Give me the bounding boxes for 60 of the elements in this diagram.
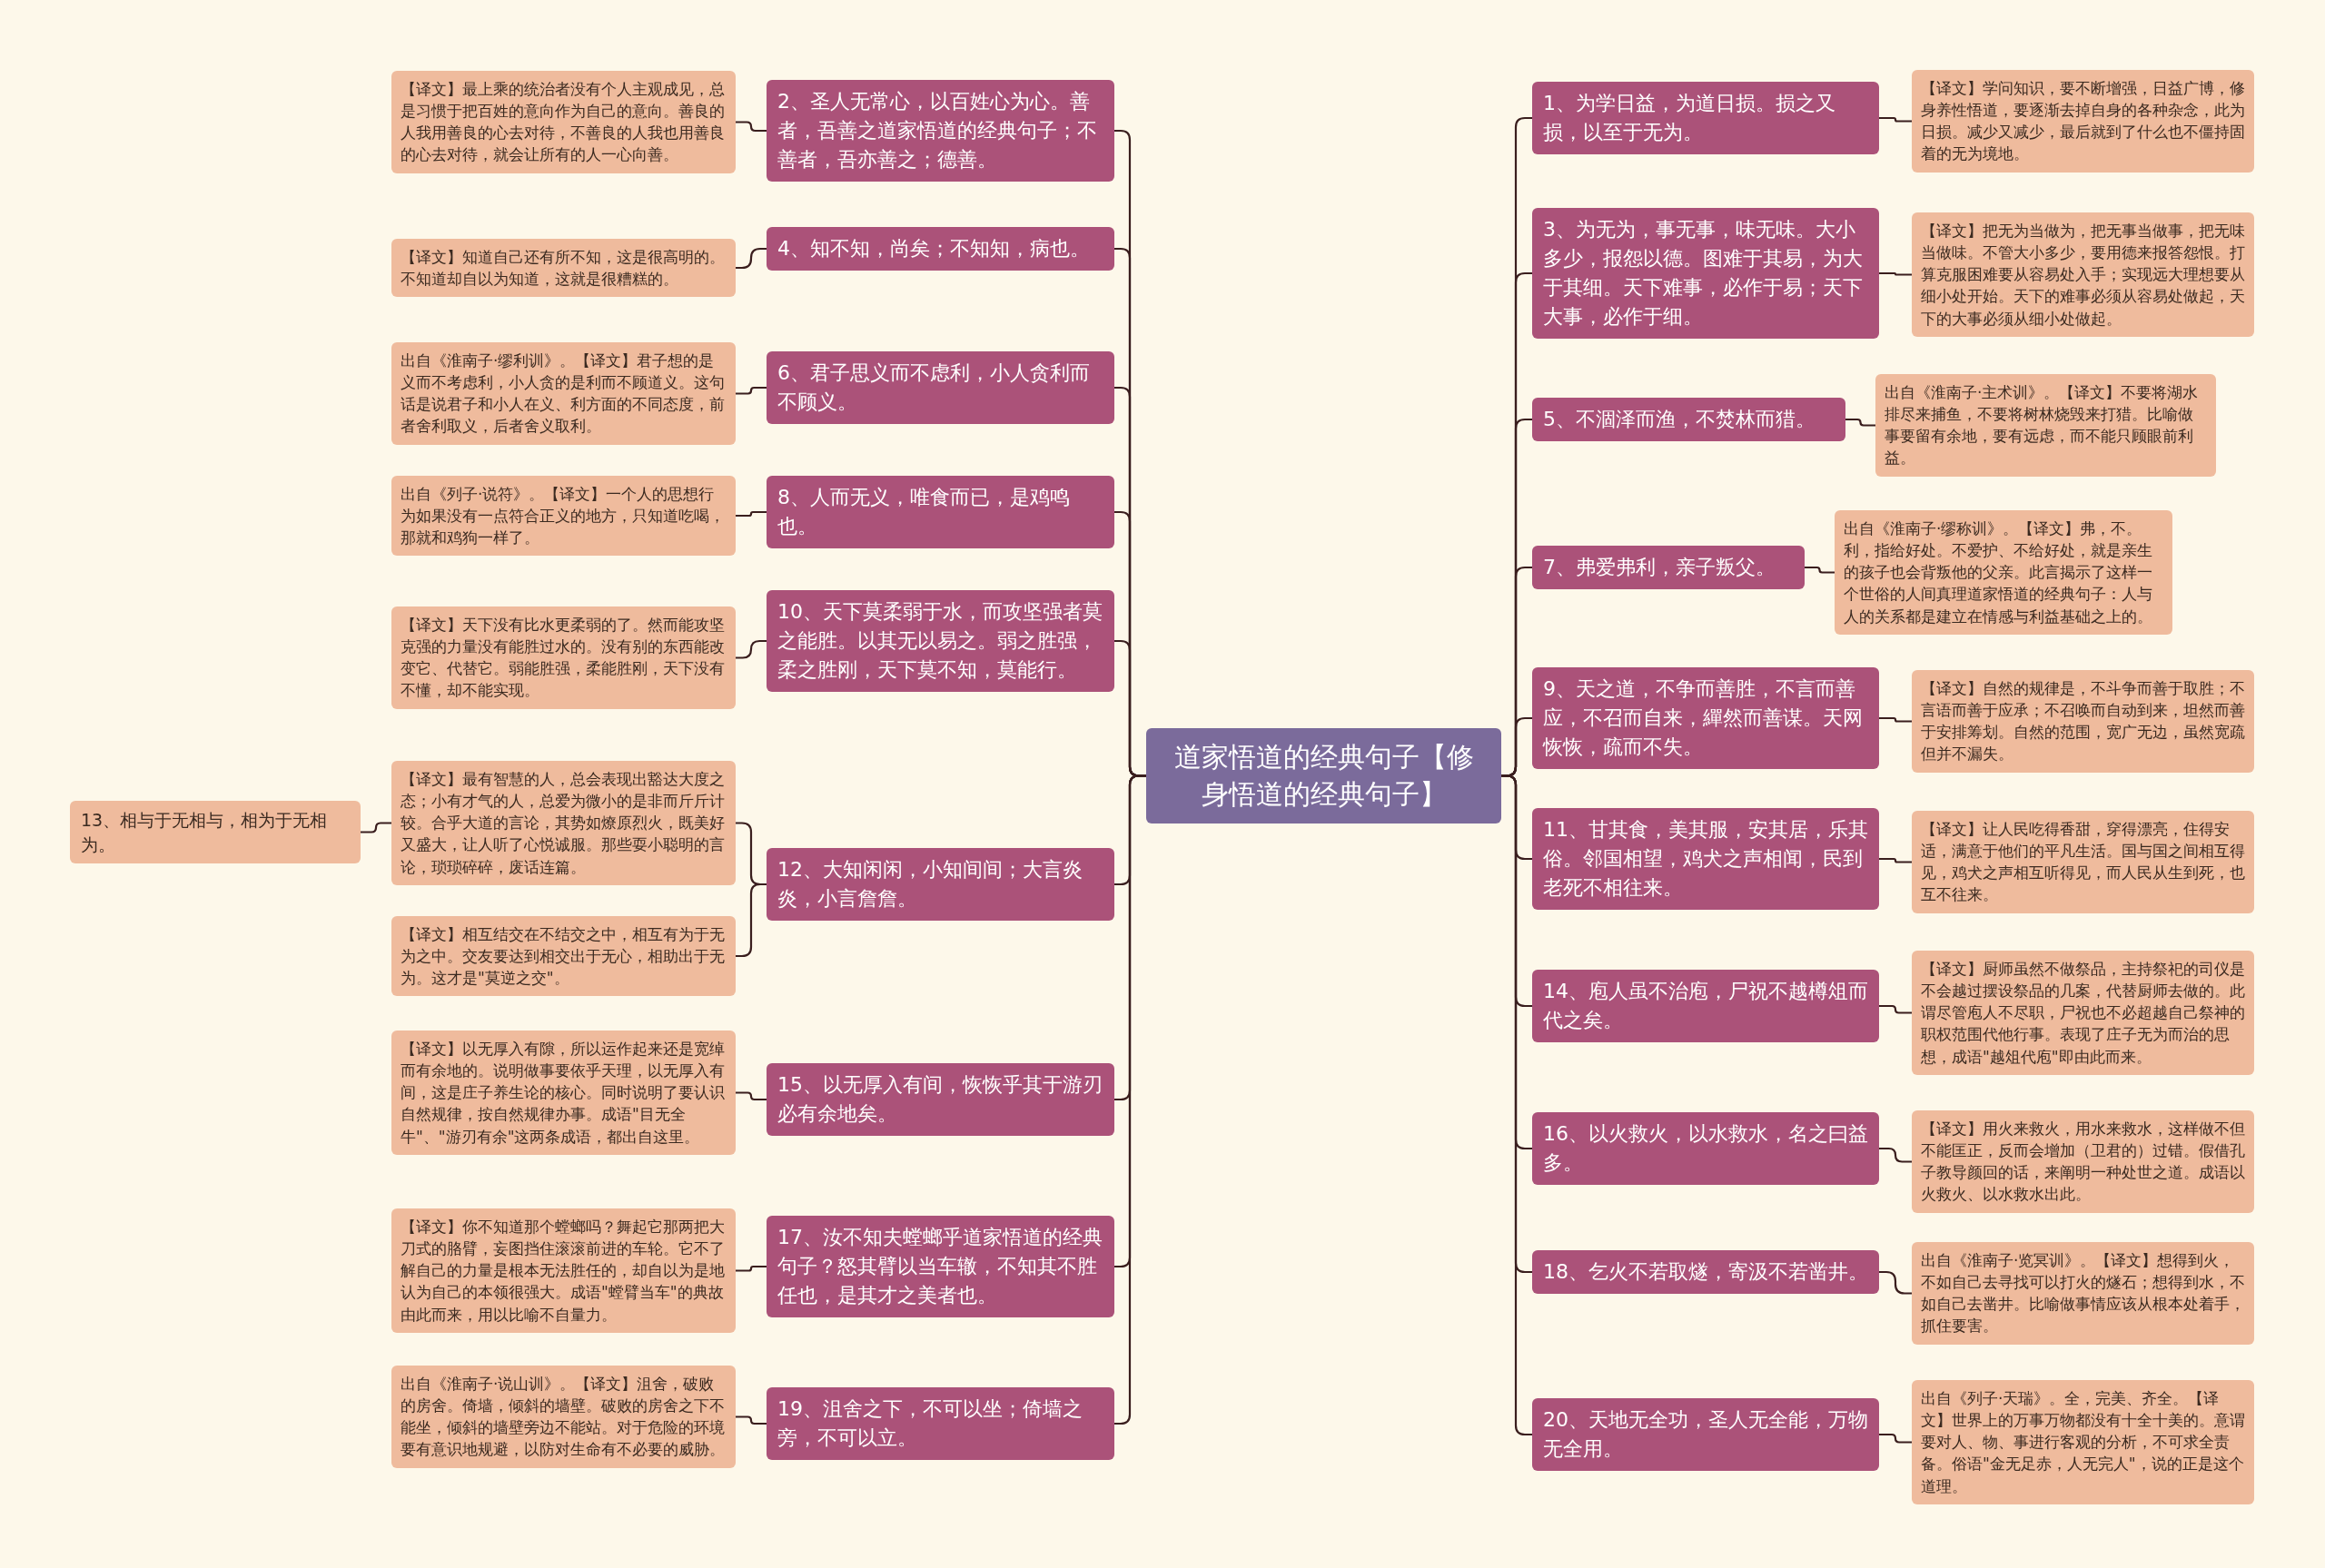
- topic-box: 11、甘其食，美其服，安其居，乐其俗。邻国相望，鸡犬之声相闻，民到老死不相往来。: [1532, 808, 1879, 910]
- connector-line: [361, 822, 391, 833]
- topic-box: 4、知不知，尚矣；不知知，病也。: [767, 227, 1114, 271]
- topic-box: 10、天下莫柔弱于水，而攻坚强者莫之能胜。以其无以易之。弱之胜强，柔之胜刚，天下莫不知，莫能行。: [767, 590, 1114, 692]
- connector-line: [736, 1091, 767, 1101]
- topic-box: 2、圣人无常心，以百姓心为心。善者，吾善之道家悟道的经典句子；不善者，吾亦善之；德善。: [767, 80, 1114, 182]
- note-box: 【译文】你不知道那个螳螂吗？舞起它那两把大刀式的胳臂，妄图挡住滚滚前进的车轮。它不了解自己的力量是根本无法胜任的，却自以为是地认为自己的本领很强大。成语"螳臂当车"的典故由此而来，用以比喻不自量力。: [391, 1208, 736, 1333]
- note-box: 【译文】以无厚入有隙，所以运作起来还是宽绰而有余地的。说明做事要依乎天理，以无厚入有间，这是庄子养生论的核心。同时说明了要认识自然规律，按自然规律办事。成语"目无全牛"、"游刃有余"这两条成语，都出自这里。: [391, 1031, 736, 1155]
- note-box: 【译文】相互结交在不结交之中，相互有为于无为之中。交友要达到相交出于无心，相助出于无为。这才是"莫逆之交"。: [391, 916, 736, 997]
- leaf-box: 13、相与于无相与，相为于无相为。: [70, 801, 361, 864]
- note-box: 出自《淮南子·说山训》。【译文】沮舍，破败的房舍。倚墙，倾斜的墙壁。破败的房舍之下不能坐，倾斜的墙壁旁边不能站。对于危险的环境要有意识地规避，以防对生命有不必要的威胁。: [391, 1366, 736, 1468]
- connector-line: [736, 1265, 767, 1272]
- topic-box: 15、以无厚入有间，恢恢乎其于游刃必有余地矣。: [767, 1063, 1114, 1136]
- connector-line: [736, 386, 767, 395]
- connector-line: [1845, 418, 1875, 427]
- note-box: 【译文】学问知识，要不断增强，日益广博，修身养性悟道，要逐渐去掉自身的各种杂念，此为日损。减少又减少，最后就到了什么也不僵持固着的无为境地。: [1912, 70, 2254, 173]
- topic-box: 16、以火救火，以水救水，名之曰益多。: [1532, 1112, 1879, 1185]
- connector-line: [736, 247, 767, 270]
- note-box: 【译文】最上乘的统治者没有个人主观成见，总是习惯于把百姓的意向作为自己的意向。善良的人我用善良的心去对待，不善良的人我也用善良的心去对待，就会让所有的人一心向善。: [391, 71, 736, 173]
- root-topic-box: 道家悟道的经典句子【修身悟道的经典句子】: [1146, 728, 1501, 823]
- note-box: 【译文】知道自己还有所不知，这是很高明的。不知道却自以为知道，这就是很糟糕的。: [391, 239, 736, 298]
- note-box: 出自《淮南子·主术训》。【译文】不要将湖水排尽来捕鱼，不要将树林烧毁来打猎。比喻做事要留有余地，要有远虑，而不能只顾眼前利益。: [1875, 374, 2216, 477]
- topic-box: 6、君子思义而不虑利，小人贪利而不顾义。: [767, 351, 1114, 424]
- topic-box: 3、为无为，事无事，味无味。大小多少，报怨以德。图难于其易，为大于其细。天下难事，必作于易；天下大事，必作于细。: [1532, 208, 1879, 339]
- topic-box: 20、天地无全功，圣人无全能，万物无全用。: [1532, 1398, 1879, 1471]
- note-box: 出自《淮南子·缪利训》。【译文】君子想的是义而不考虑利，小人贪的是利而不顾道义。这句话是说君子和小人在义、利方面的不同态度，前者舍利取义，后者舍义取利。: [391, 342, 736, 445]
- connector-line: [1879, 1433, 1912, 1444]
- note-box: 【译文】自然的规律是，不斗争而善于取胜；不言语而善于应承；不召唤而自动到来，坦然而善于安排筹划。自然的范围，宽广无边，虽然宽疏但并不漏失。: [1912, 670, 2254, 773]
- note-box: 【译文】用火来救火，用水来救水，这样做不但不能匡正，反而会增加（卫君的）过错。假借孔子教导颜回的话，来阐明一种处世之道。成语以火救火、以水救水出此。: [1912, 1110, 2254, 1213]
- topic-box: 7、弗爱弗利，亲子叛父。: [1532, 546, 1805, 589]
- topic-box: 18、乞火不若取燧，寄汲不若凿井。: [1532, 1250, 1879, 1294]
- topic-box: 8、人而无义，唯食而已，是鸡鸣也。: [767, 476, 1114, 548]
- topic-box: 1、为学日益，为道日损。损之又损，以至于无为。: [1532, 82, 1879, 154]
- connector-line: [1805, 566, 1835, 574]
- topic-box: 14、庖人虽不治庖，尸祝不越樽俎而代之矣。: [1532, 970, 1879, 1042]
- connector-line: [1879, 1270, 1912, 1295]
- connector-line: [1879, 716, 1912, 723]
- note-box: 【译文】把无为当做为，把无事当做事，把无味当做味。不管大小多少，要用德来报答怨恨。打算克服困难要从容易处入手；实现远大理想要从细小处开始。天下的难事必须从容易处做起，天下的大事必须从细小处做起。: [1912, 212, 2254, 337]
- connector-line: [736, 510, 767, 518]
- connector-line: [1879, 271, 1912, 276]
- note-box: 出自《淮南子·缪称训》。【译文】弗，不。利，指给好处。不爱护、不给好处，就是亲生的孩子也会背叛他的父亲。此言揭示了这样一个世俗的人间真理道家悟道的经典句子：人与人的关系都是建立在情感与利益基础之上的。: [1835, 510, 2172, 635]
- note-box: 出自《列子·说符》。【译文】一个人的思想行为如果没有一点符合正义的地方，只知道吃喝，那就和鸡狗一样了。: [391, 476, 736, 557]
- note-box: 【译文】天下没有比水更柔弱的了。然而能攻坚克强的力量没有能胜过水的。没有别的东西能改变它、代替它。弱能胜强，柔能胜刚，天下没有不懂，却不能实现。: [391, 606, 736, 709]
- connector-line: [736, 121, 767, 133]
- connector-line: [1879, 1147, 1912, 1163]
- connector-line: [1879, 116, 1912, 123]
- note-box: 出自《列子·天瑞》。全，完美、齐全。【译文】世界上的万事万物都没有十全十美的。意谓要对人、物、事进行客观的分析，不可求全责备。俗语"金无足赤，人无完人"，说的正是这个道理。: [1912, 1380, 2254, 1504]
- topic-box: 19、沮舍之下，不可以坐；倚墙之旁，不可以立。: [767, 1387, 1114, 1460]
- connector-line: [736, 1415, 767, 1425]
- topic-box: 17、汝不知夫螳螂乎道家悟道的经典句子？怒其臂以当车辙，不知其不胜任也，是其才之美者也。: [767, 1216, 1114, 1317]
- connector-line: [1879, 857, 1912, 863]
- topic-box: 9、天之道，不争而善胜，不言而善应，不召而自来，繟然而善谋。天网恢恢，疏而不失。: [1532, 667, 1879, 769]
- connector-line: [1879, 1004, 1912, 1014]
- note-box: 【译文】让人民吃得香甜，穿得漂亮，住得安适，满意于他们的平凡生活。国与国之间相互得见，鸡犬之声相互听得见，而人民从生到死，也互不往来。: [1912, 811, 2254, 913]
- note-box: 【译文】最有智慧的人，总会表现出豁达大度之态；小有才气的人，总爱为微小的是非而斤斤计较。合乎大道的言论，其势如燎原烈火，既美好又盛大，让人听了心悦诚服。那些耍小聪明的言论，琐琐碎碎，废话连篇。: [391, 761, 736, 885]
- note-box: 【译文】厨师虽然不做祭品，主持祭祀的司仪是不会越过摆设祭品的几案，代替厨师去做的。此谓尽管庖人不尽职，尸祝也不必超越自己祭神的职权范围代他行事。表现了庄子无为而治的思想，成语"越俎代庖"即由此而来。: [1912, 951, 2254, 1075]
- note-box: 出自《淮南子·览冥训》。【译文】想得到火，不如自己去寻找可以打火的燧石；想得到水，不如自己去凿井。比喻做事情应该从根本处着手，抓住要害。: [1912, 1242, 2254, 1345]
- topic-box: 12、大知闲闲，小知间间；大言炎炎，小言詹詹。: [767, 848, 1114, 921]
- topic-box: 5、不涸泽而渔，不焚林而猎。: [1532, 398, 1845, 441]
- connector-line: [736, 639, 767, 659]
